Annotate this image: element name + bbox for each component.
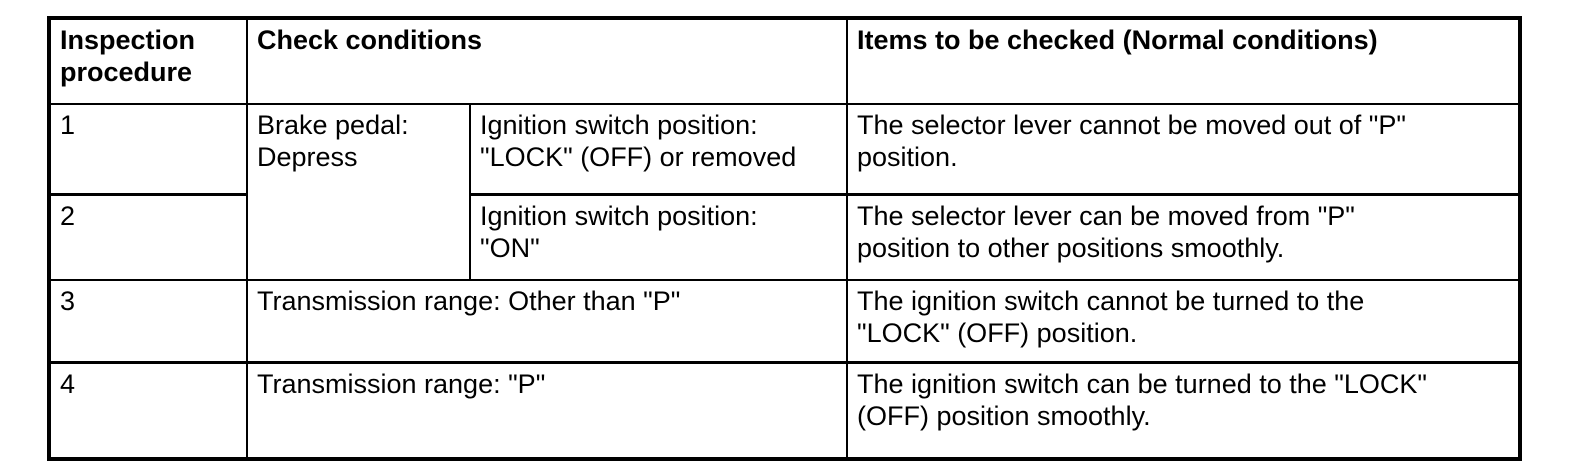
cell-check-brake-pedal: Brake pedal: Depress — [246, 103, 471, 281]
table-row-4: 4 Transmission range: "P" The ignition s… — [48, 360, 1521, 460]
cell-check-range-p: Transmission range: "P" — [246, 360, 848, 460]
cell-procedure-2: 2 — [48, 192, 248, 281]
header-inspection-procedure: Inspection procedure — [48, 17, 248, 105]
cell-items-row-3: The ignition switch cannot be turned to … — [846, 279, 1521, 363]
cell-check-ignition-on: Ignition switch position: "ON" — [469, 192, 848, 281]
cell-procedure-1: 1 — [48, 103, 248, 195]
table-header-row: Inspection procedure Check conditions It… — [48, 17, 1521, 105]
header-items-to-be-checked: Items to be checked (Normal conditions) — [846, 17, 1521, 105]
cell-items-row-1: The selector lever cannot be moved out o… — [846, 103, 1521, 195]
cell-check-range-other-than-p: Transmission range: Other than "P" — [246, 279, 848, 363]
cell-check-ignition-lock-off: Ignition switch position: "LOCK" (OFF) o… — [469, 103, 848, 195]
table-row-3: 3 Transmission range: Other than "P" The… — [48, 279, 1521, 363]
table-row-2: 2 Ignition switch position: "ON" The sel… — [48, 192, 1521, 281]
header-check-conditions: Check conditions — [246, 17, 848, 105]
inspection-procedure-table: Inspection procedure Check conditions It… — [47, 16, 1522, 461]
cell-items-row-2: The selector lever can be moved from "P"… — [846, 192, 1521, 281]
table-row-1: 1 Brake pedal: Depress Ignition switch p… — [48, 103, 1521, 281]
cell-procedure-4: 4 — [48, 360, 248, 460]
cell-procedure-3: 3 — [48, 279, 248, 363]
cell-items-row-4: The ignition switch can be turned to the… — [846, 360, 1521, 460]
